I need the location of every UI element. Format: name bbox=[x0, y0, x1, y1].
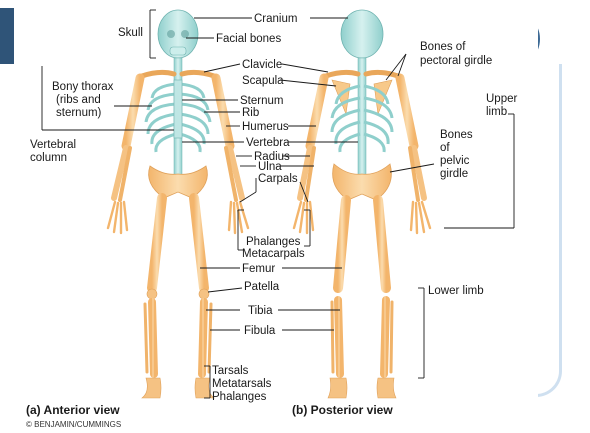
label-tarsals: Tarsals bbox=[212, 365, 249, 377]
caption-posterior: (b) Posterior view bbox=[292, 403, 393, 417]
label-metacarpals: Metacarpals bbox=[242, 248, 305, 260]
label-upper-limb-2: limb bbox=[486, 106, 507, 118]
labels: Cranium Skull Facial bones Clavicle Scap… bbox=[26, 13, 517, 428]
caption-anterior: (a) Anterior view bbox=[26, 403, 120, 417]
label-pelvic-girdle-3: pelvic bbox=[440, 155, 470, 167]
label-humerus: Humerus bbox=[242, 121, 289, 133]
label-phalanges-foot: Phalanges bbox=[212, 391, 267, 403]
label-bony-thorax-2: (ribs and bbox=[56, 94, 101, 106]
label-sternum: Sternum bbox=[240, 95, 283, 107]
label-vertebral-column-1: Vertebral bbox=[30, 139, 76, 151]
label-skull: Skull bbox=[118, 27, 143, 39]
label-vertebral-column-2: column bbox=[30, 152, 67, 164]
label-ulna: Ulna bbox=[258, 161, 282, 173]
label-metatarsals: Metatarsals bbox=[212, 378, 272, 390]
posterior-skeleton bbox=[294, 10, 430, 398]
label-facial-bones: Facial bones bbox=[216, 33, 281, 45]
skeleton-diagram: Cranium Skull Facial bones Clavicle Scap… bbox=[14, 6, 538, 428]
copyright-text: © BENJAMIN/CUMMINGS bbox=[26, 420, 121, 428]
label-scapula: Scapula bbox=[242, 75, 284, 87]
label-pectoral-girdle-2: pectoral girdle bbox=[420, 55, 492, 67]
label-fibula: Fibula bbox=[244, 325, 276, 337]
label-femur: Femur bbox=[242, 263, 275, 275]
label-bony-thorax-1: Bony thorax bbox=[52, 81, 114, 93]
label-cranium: Cranium bbox=[254, 13, 297, 25]
label-pectoral-girdle-1: Bones of bbox=[420, 41, 466, 53]
label-rib: Rib bbox=[242, 107, 259, 119]
label-vertebra: Vertebra bbox=[246, 137, 290, 149]
posterior-skull bbox=[341, 10, 383, 58]
label-carpals: Carpals bbox=[258, 173, 298, 185]
label-upper-limb-1: Upper bbox=[486, 93, 517, 105]
label-phalanges-hand: Phalanges bbox=[246, 236, 301, 248]
label-pelvic-girdle-1: Bones bbox=[440, 129, 473, 141]
label-bony-thorax-3: sternum) bbox=[56, 107, 102, 119]
label-clavicle: Clavicle bbox=[242, 59, 282, 71]
label-tibia: Tibia bbox=[248, 305, 273, 317]
label-lower-limb: Lower limb bbox=[428, 285, 484, 297]
label-pelvic-girdle-2: of bbox=[440, 142, 450, 154]
label-pelvic-girdle-4: girdle bbox=[440, 168, 468, 180]
anterior-skeleton bbox=[108, 10, 248, 398]
label-patella: Patella bbox=[244, 281, 280, 293]
